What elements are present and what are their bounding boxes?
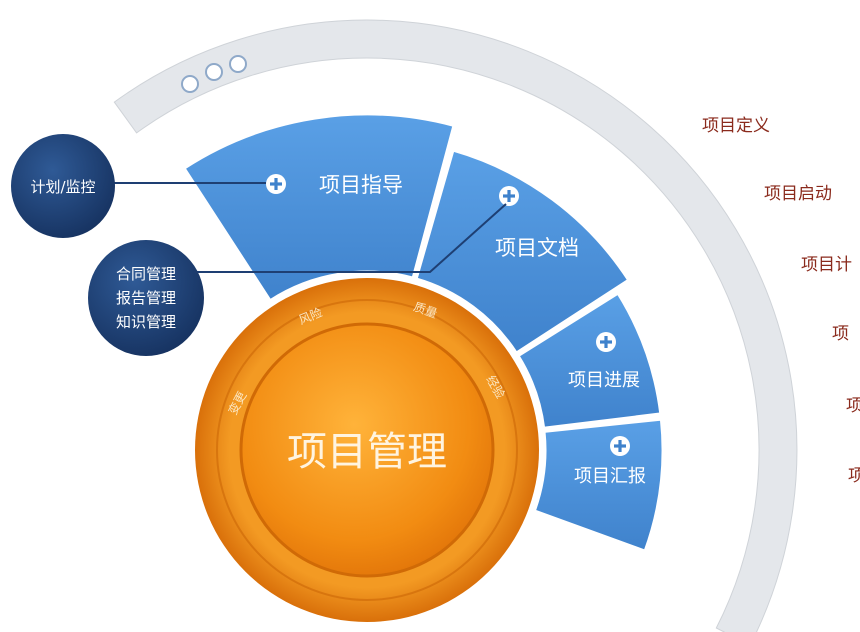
window-dot-icon — [205, 63, 223, 81]
segment-label: 项目汇报 — [574, 466, 646, 487]
segment-label: 项目文档 — [495, 236, 579, 260]
phase-label: 项 — [832, 324, 849, 344]
bubble-label: 计划/监控 — [30, 178, 95, 196]
plus-icon[interactable] — [266, 174, 286, 194]
phase-label: 项 — [848, 466, 860, 486]
bubble-label: 报告管理 — [116, 289, 176, 307]
segment-project-documents[interactable] — [414, 148, 631, 356]
phase-label: 项目定义 — [702, 116, 770, 136]
phase-label: 项目启动 — [764, 184, 832, 204]
window-dot-icon — [229, 55, 247, 73]
phase-label: 项目计 — [801, 255, 852, 275]
phase-list: 项目定义 项目启动 项目计 项 项 项 — [702, 116, 860, 486]
core-title: 项目管理 — [287, 429, 447, 475]
bubble-plan-monitor: 计划/监控 — [11, 134, 115, 238]
segment-group — [181, 112, 665, 554]
core-circle: 项目管理 — [195, 278, 539, 622]
bubble-label: 知识管理 — [116, 313, 176, 331]
plus-icon[interactable] — [596, 332, 616, 352]
segment-label: 项目进展 — [568, 370, 640, 391]
segment-project-guidance[interactable] — [181, 112, 456, 303]
window-dot-icon — [181, 75, 199, 93]
segment-label: 项目指导 — [319, 173, 403, 197]
bubble-label: 合同管理 — [116, 265, 176, 283]
phase-label: 项 — [846, 396, 860, 416]
connector-lines — [110, 182, 507, 273]
segment-project-progress[interactable] — [515, 291, 663, 430]
bubble-management-list: 合同管理 报告管理 知识管理 — [88, 240, 204, 356]
plus-icon[interactable] — [499, 186, 519, 206]
plus-icon[interactable] — [610, 436, 630, 456]
outer-arc-band — [113, 19, 798, 632]
segment-project-report[interactable] — [532, 417, 665, 554]
